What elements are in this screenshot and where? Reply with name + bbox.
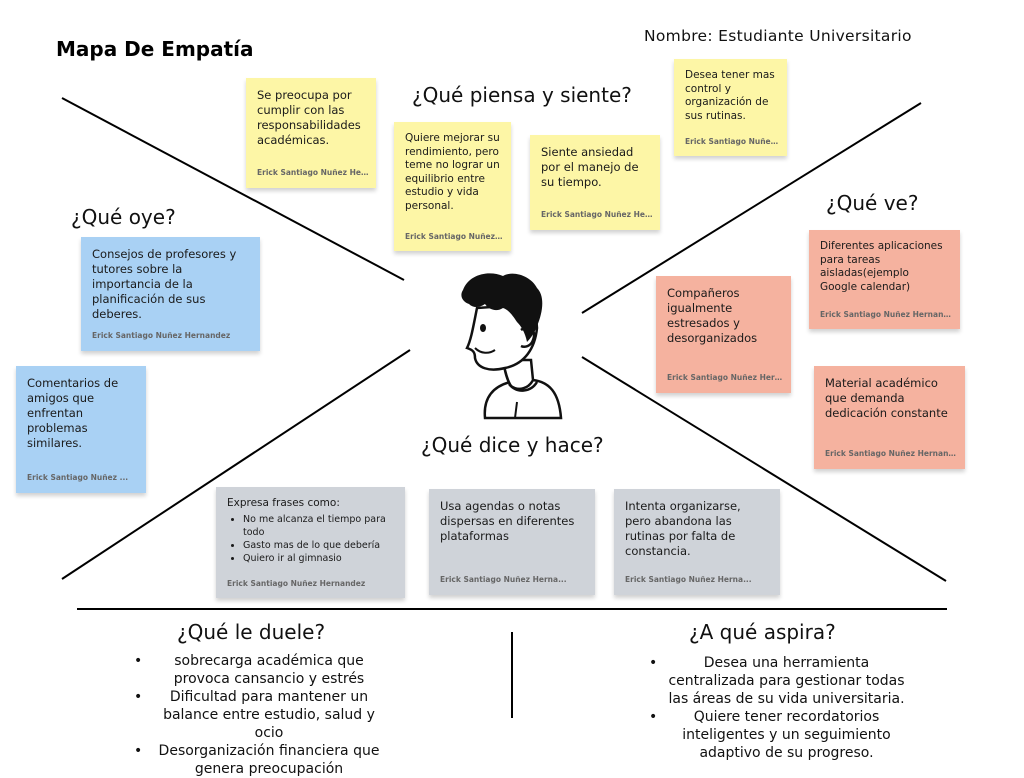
section-piensa: ¿Qué piensa y siente?: [412, 83, 632, 107]
note-text: Diferentes aplicaciones para tareas aisl…: [820, 240, 943, 293]
note-author: Erick Santiago Nuñez Herna...: [625, 575, 752, 584]
note-author: Erick Santiago Nuñez Hern...: [257, 168, 370, 177]
sticky-note[interactable]: Material académico que demanda dedicació…: [814, 366, 965, 469]
sticky-note[interactable]: Desea tener mas control y organización d…: [674, 59, 787, 156]
note-author: Erick Santiago Nuñez Hern...: [541, 210, 654, 219]
sticky-note[interactable]: Expresa frases como: No me alcanza el ti…: [216, 487, 405, 598]
list-item: Desea una herramienta centralizada para …: [649, 654, 910, 708]
note-author: Erick Santiago Nuñez Hernandez: [820, 309, 954, 319]
note-author: Erick Santiago Nuñez Hern...: [685, 136, 781, 146]
sticky-note[interactable]: Quiere mejorar su rendimiento, pero teme…: [394, 122, 511, 251]
list-item: Dificultad para mantener un balance entr…: [134, 688, 390, 742]
note-text: Comentarios de amigos que enfrentan prob…: [27, 376, 119, 450]
diagonal-bottom-right: [581, 356, 947, 582]
sticky-note[interactable]: Siente ansiedad por el manejo de su tiem…: [530, 135, 660, 230]
duele-list: sobrecarga académica que provoca cansanc…: [134, 652, 390, 778]
note-author: Erick Santiago Nuñez Hernandez: [92, 331, 231, 340]
note-text: Quiere mejorar su rendimiento, pero teme…: [405, 132, 500, 212]
note-text: Expresa frases como:: [227, 497, 340, 509]
list-item: Desorganización financiera que genera pr…: [134, 742, 390, 778]
diagonal-top-left: [61, 97, 405, 281]
section-oye: ¿Qué oye?: [71, 205, 176, 229]
note-text: Material académico que demanda dedicació…: [825, 376, 948, 420]
section-aspira: ¿A qué aspira?: [689, 620, 836, 644]
note-text: Usa agendas o notas dispersas en diferen…: [440, 499, 575, 543]
note-bullet: Quiero ir al gimnasio: [243, 552, 394, 565]
diagonal-top-right: [581, 102, 922, 314]
aspira-list: Desea una herramienta centralizada para …: [649, 654, 910, 762]
list-item: Quiere tener recordatorios inteligentes …: [649, 708, 910, 762]
note-bullets: No me alcanza el tiempo para todo Gasto …: [227, 513, 394, 565]
note-text: Se preocupa por cumplir con las responsa…: [257, 88, 361, 147]
note-text: Compañeros igualmente estresados y desor…: [667, 286, 758, 345]
note-author: Erick Santiago Nuñez ...: [27, 473, 129, 482]
sticky-note[interactable]: Se preocupa por cumplir con las responsa…: [246, 78, 376, 188]
sticky-note[interactable]: Consejos de profesores y tutores sobre l…: [81, 237, 260, 351]
note-author: Erick Santiago Nuñez Hern...: [667, 373, 785, 382]
note-text: Consejos de profesores y tutores sobre l…: [92, 247, 237, 321]
note-bullet: No me alcanza el tiempo para todo: [243, 513, 394, 539]
note-text: Intenta organizarse, pero abandona las r…: [625, 499, 741, 558]
sticky-note[interactable]: Usa agendas o notas dispersas en diferen…: [429, 489, 595, 595]
note-text: Desea tener mas control y organización d…: [685, 69, 775, 122]
note-author: Erick Santiago Nuñez Hernandez: [825, 449, 959, 458]
persona-name: Nombre: Estudiante Universitario: [644, 27, 912, 45]
section-dice: ¿Qué dice y hace?: [421, 433, 604, 457]
note-text: Siente ansiedad por el manejo de su tiem…: [541, 145, 639, 189]
note-author: Erick Santiago Nuñez Hern...: [405, 231, 505, 241]
page-title: Mapa De Empatía: [56, 37, 254, 61]
note-author: Erick Santiago Nuñez Herna...: [440, 575, 567, 584]
person-illustration: [461, 273, 563, 420]
list-item: sobrecarga académica que provoca cansanc…: [134, 652, 390, 688]
sticky-note[interactable]: Comentarios de amigos que enfrentan prob…: [16, 366, 146, 493]
note-author: Erick Santiago Nuñez Hernandez: [227, 579, 366, 588]
note-bullet: Gasto mas de lo que debería: [243, 539, 394, 552]
section-duele: ¿Qué le duele?: [177, 620, 326, 644]
sticky-note[interactable]: Compañeros igualmente estresados y desor…: [656, 276, 791, 393]
diagonal-bottom-left: [61, 349, 411, 580]
sticky-note[interactable]: Diferentes aplicaciones para tareas aisl…: [809, 230, 960, 329]
section-ve: ¿Qué ve?: [826, 191, 919, 215]
sticky-note[interactable]: Intenta organizarse, pero abandona las r…: [614, 489, 780, 595]
